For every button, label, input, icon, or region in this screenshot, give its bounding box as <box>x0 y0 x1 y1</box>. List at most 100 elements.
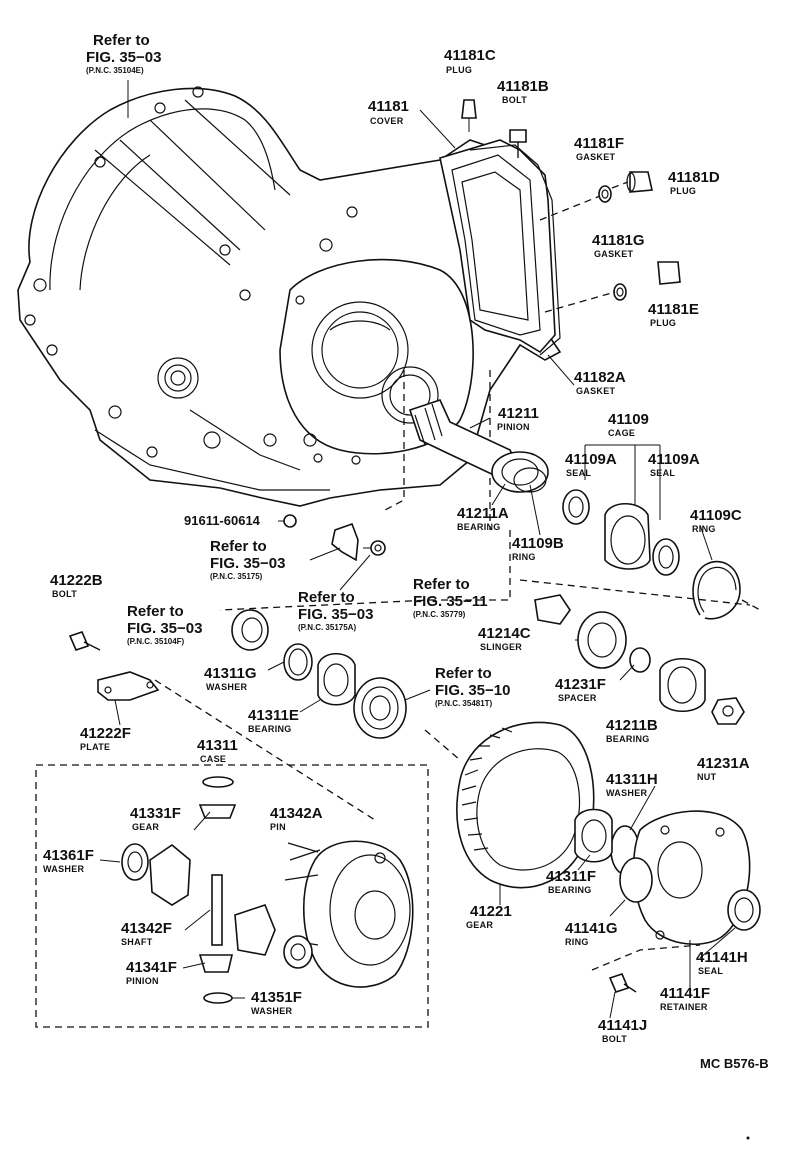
part-41342F-number: 41342F <box>121 920 172 937</box>
part-41361F-name: WASHER <box>43 864 85 874</box>
part-41141J-name: BOLT <box>602 1034 627 1044</box>
part-41211B-number: 41211B <box>606 717 658 734</box>
ref-r2-refer: Refer to <box>210 538 267 555</box>
part-41181F-name: GASKET <box>576 152 616 162</box>
part-41181B-number: 41181B <box>497 78 549 95</box>
part-41231F-name: SPACER <box>558 693 597 703</box>
part-41341F-name: PINION <box>126 976 159 986</box>
part-41109A-right-number: 41109A <box>648 451 700 468</box>
corner-dot <box>746 1136 750 1140</box>
part-41141G-name: RING <box>565 937 589 947</box>
part-41109A-left-name: SEAL <box>566 468 591 478</box>
ref-r1-fig[interactable]: FIG. 35−03 <box>86 49 161 66</box>
part-41211A-number: 41211A <box>457 505 509 522</box>
part-41109A-right-name: SEAL <box>650 468 675 478</box>
part-41311F-name: BEARING <box>548 885 592 895</box>
part-41311-name: CASE <box>200 754 226 764</box>
part-41311F-number: 41311F <box>546 868 596 885</box>
part-41181D-number: 41181D <box>668 169 720 186</box>
part-41181E-name: PLUG <box>650 318 676 328</box>
part-41341F-number: 41341F <box>126 959 177 976</box>
part-41231F-number: 41231F <box>555 676 606 693</box>
part-41109C-name: RING <box>692 524 716 534</box>
ref-r6-pnc: (P.N.C. 35481T) <box>435 699 493 708</box>
part-41141G-number: 41141G <box>565 920 618 937</box>
part-41311H-number: 41311H <box>606 771 658 788</box>
part-41231A-number: 41231A <box>697 755 750 772</box>
part-41109B-number: 41109B <box>512 535 564 552</box>
part-41141F-name: RETAINER <box>660 1002 708 1012</box>
part-41141H-number: 41141H <box>696 949 748 966</box>
part-41181E-number: 41181E <box>648 301 699 318</box>
part-41311G-number: 41311G <box>204 665 257 682</box>
part-41181C-number: 41181C <box>444 47 496 64</box>
ref-r2-pnc: (P.N.C. 35175) <box>210 572 263 581</box>
part-41109C-number: 41109C <box>690 507 742 524</box>
part-41181-number: 41181 <box>368 98 409 115</box>
part-41181-name: COVER <box>370 116 404 126</box>
part-41211A-name: BEARING <box>457 522 501 532</box>
ring-gear-drawing <box>424 721 761 993</box>
part-41231A-name: NUT <box>697 772 717 782</box>
part-41222B-name: BOLT <box>52 589 77 599</box>
ref-r1-pnc: (P.N.C. 35104E) <box>86 66 144 75</box>
part-41342A-name: PIN <box>270 822 286 832</box>
part-41181B-name: BOLT <box>502 95 527 105</box>
pinion-assembly-drawing <box>219 399 761 620</box>
part-41222F-name: PLATE <box>80 742 110 752</box>
ref-r4-fig[interactable]: FIG. 35−11 <box>413 593 488 610</box>
ref-r4-refer: Refer to <box>413 576 470 593</box>
part-41109-number: 41109 <box>608 411 649 428</box>
part-41331F-name: GEAR <box>132 822 159 832</box>
part-41181G-number: 41181G <box>592 232 645 249</box>
ref-r6-refer: Refer to <box>435 665 492 682</box>
part-41222B-number: 41222B <box>50 572 103 589</box>
part-41141H-name: SEAL <box>698 966 723 976</box>
ref-r2-fig[interactable]: FIG. 35−03 <box>210 555 285 572</box>
part-41351F-number: 41351F <box>251 989 302 1006</box>
part-labels: Refer to FIG. 35−03 (P.N.C. 35104E) 4118… <box>43 32 769 1071</box>
part-41181F-number: 41181F <box>574 135 624 152</box>
part-41221-name: GEAR <box>466 920 493 930</box>
ref-r3-pnc: (P.N.C. 35175A) <box>298 623 356 632</box>
part-41361F-number: 41361F <box>43 847 94 864</box>
ref-r3-fig[interactable]: FIG. 35−03 <box>298 606 373 623</box>
leader-lines <box>99 80 736 1019</box>
part-41141F-number: 41141F <box>660 985 710 1002</box>
part-41211B-name: BEARING <box>606 734 650 744</box>
part-41311-number: 41311 <box>197 737 238 754</box>
ref-r5-refer: Refer to <box>127 603 184 620</box>
part-41109A-left-number: 41109A <box>565 451 617 468</box>
part-41331F-number: 41331F <box>130 805 181 822</box>
part-41182A-name: GASKET <box>576 386 616 396</box>
part-41214C-name: SLINGER <box>480 642 522 652</box>
part-41311G-name: WASHER <box>206 682 248 692</box>
part-41181D-name: PLUG <box>670 186 696 196</box>
ref-r6-fig[interactable]: FIG. 35−10 <box>435 682 510 699</box>
ref-r5-pnc: (P.N.C. 35104F) <box>127 637 185 646</box>
part-91611-number: 91611-60614 <box>184 513 261 528</box>
part-41182A-number: 41182A <box>574 369 626 386</box>
part-41141J-number: 41141J <box>598 1017 647 1034</box>
part-41211-name: PINION <box>497 422 530 432</box>
part-41109B-name: RING <box>512 552 536 562</box>
ref-r4-pnc: (P.N.C. 35779) <box>413 610 466 619</box>
diff-case-drawing <box>35 679 429 1028</box>
ref-r3-refer: Refer to <box>298 589 355 606</box>
part-41222F-number: 41222F <box>80 725 131 742</box>
part-41109-name: CAGE <box>608 428 635 438</box>
part-41211-number: 41211 <box>498 405 539 422</box>
part-41311H-name: WASHER <box>606 788 648 798</box>
part-41342F-name: SHAFT <box>121 937 153 947</box>
part-41342A-number: 41342A <box>270 805 323 822</box>
part-41351F-name: WASHER <box>251 1006 293 1016</box>
part-41311E-number: 41311E <box>248 707 299 724</box>
part-41214C-number: 41214C <box>478 625 531 642</box>
cover-hardware-drawing <box>461 99 681 313</box>
part-41221-number: 41221 <box>470 903 512 920</box>
part-41311E-name: BEARING <box>248 724 292 734</box>
sensor-drawing <box>68 514 386 701</box>
ref-r5-fig[interactable]: FIG. 35−03 <box>127 620 202 637</box>
diagram-code: MC B576-B <box>700 1056 769 1071</box>
